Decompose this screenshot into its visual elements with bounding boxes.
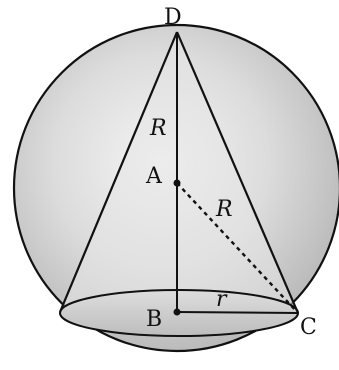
label-base-radius: r bbox=[216, 287, 228, 312]
base-radius-bc bbox=[176, 311, 299, 314]
cone-body bbox=[60, 30, 298, 312]
point-b bbox=[173, 308, 181, 316]
label-base-center-b: B bbox=[146, 307, 162, 332]
label-center-a: A bbox=[145, 164, 163, 189]
cone-right-edge bbox=[175, 31, 300, 314]
label-radius-upper: R bbox=[149, 116, 167, 141]
label-radius-slant: R bbox=[215, 197, 233, 222]
radius-ac-dashed bbox=[176, 182, 299, 314]
point-a bbox=[173, 179, 181, 187]
label-rim-point-c: C bbox=[300, 315, 317, 340]
label-apex-d: D bbox=[164, 5, 182, 30]
cone-left-edge bbox=[58, 31, 179, 313]
